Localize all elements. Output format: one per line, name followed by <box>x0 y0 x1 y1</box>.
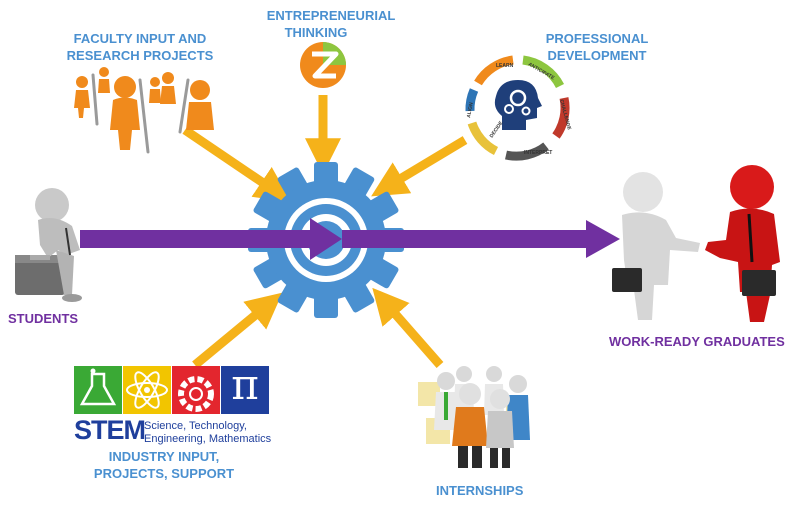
label-entrepreneurial-line2: THINKING <box>284 25 348 40</box>
label-faculty-line2: RESEARCH PROJECTS <box>66 48 214 63</box>
gold-arrows <box>182 95 468 369</box>
stem-subtitle-line1: Science, Technology, <box>144 420 247 432</box>
label-professional-line1: PROFESSIONAL <box>545 31 649 46</box>
label-students: STUDENTS <box>8 311 79 326</box>
label-internships: INTERNSHIPS <box>436 483 524 498</box>
stem-logo <box>74 366 269 414</box>
cycle-word-interpret: INTERPRET <box>524 150 552 156</box>
label-faculty: FACULTY INPUT AND RESEARCH PROJECTS <box>58 30 222 64</box>
stem-word: STEM <box>74 415 146 445</box>
faculty-figures-image <box>74 67 214 154</box>
label-professional: PROFESSIONAL DEVELOPMENT <box>532 30 662 64</box>
label-industry-line2: PROJECTS, SUPPORT <box>93 466 235 481</box>
stem-subtitle-line2: Engineering, Mathematics <box>144 433 272 445</box>
cycle-word-align: ALIGN <box>466 102 475 119</box>
label-faculty-line1: FACULTY INPUT AND <box>73 31 207 46</box>
stem-tile-mathematics <box>221 366 269 414</box>
label-graduates: WORK-READY GRADUATES <box>609 334 785 349</box>
arrow-professional <box>371 136 468 197</box>
label-industry-line1: INDUSTRY INPUT, <box>108 449 220 464</box>
arrow-industry <box>192 292 283 369</box>
label-entrepreneurial-line1: ENTREPRENEURIAL <box>266 8 396 23</box>
entrepreneurial-logo-icon <box>300 42 346 88</box>
student-figure-image <box>15 188 82 302</box>
graduates-handshake-image <box>612 165 780 322</box>
cycle-word-learn: LEARN <box>496 63 514 69</box>
professional-cycle-image: LEARN ANTICIPATE CHALLENGE INTERPRET DEC… <box>465 55 572 161</box>
label-professional-line2: DEVELOPMENT <box>547 48 647 63</box>
arrow-faculty <box>182 126 292 203</box>
purple-flow-arrow <box>80 218 620 260</box>
label-industry: INDUSTRY INPUT, PROJECTS, SUPPORT <box>74 448 254 482</box>
label-entrepreneurial: ENTREPRENEURIAL THINKING <box>256 7 406 41</box>
arrow-internships <box>372 287 444 368</box>
stem-pi-symbol: π <box>231 360 259 409</box>
